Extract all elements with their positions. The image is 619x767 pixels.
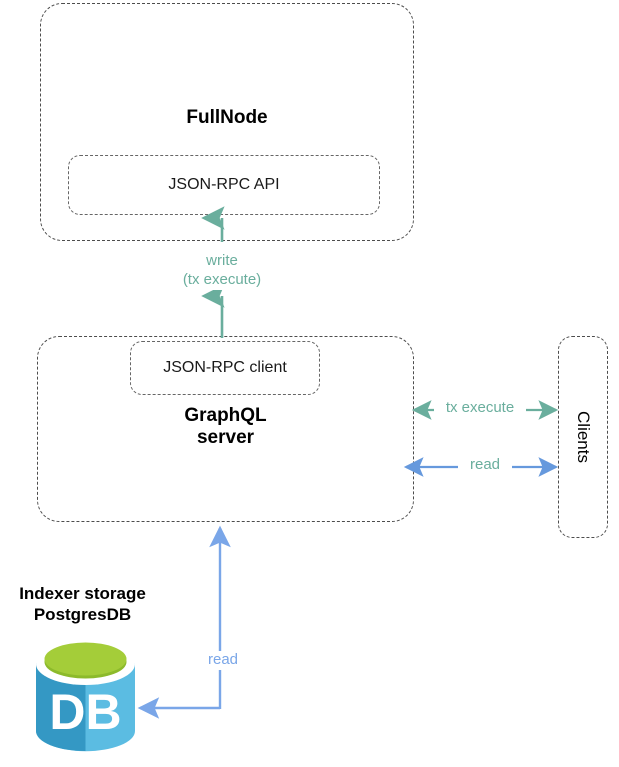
db-body-dark	[36, 663, 86, 752]
json-rpc-api-label: JSON-RPC API	[168, 176, 280, 193]
node-fullnode[interactable]: FullNode	[40, 3, 414, 241]
db-glyph-text: DB	[49, 684, 121, 740]
database-cylinder-svg: DB	[36, 642, 135, 752]
graphql-server-title: GraphQL server	[184, 405, 267, 449]
wire-label-write: write (tx execute)	[162, 252, 282, 290]
wire-label-read-clients: read	[458, 456, 512, 475]
fullnode-title: FullNode	[186, 107, 268, 128]
node-clients[interactable]: Clients	[558, 336, 608, 538]
node-json-rpc-client[interactable]: JSON-RPC client	[130, 341, 320, 395]
wire-label-tx-execute: tx execute	[434, 399, 526, 418]
json-rpc-client-label: JSON-RPC client	[163, 359, 287, 376]
node-graphql-server[interactable]: GraphQL server	[37, 336, 414, 522]
db-top-surface	[44, 642, 127, 676]
node-json-rpc-api[interactable]: JSON-RPC API	[68, 155, 380, 215]
indexer-storage-title: Indexer storage PostgresDB	[19, 584, 146, 624]
clients-label: Clients	[574, 411, 593, 463]
database-cylinder-icon: DB	[33, 641, 138, 753]
wire-label-read-db: read	[196, 651, 250, 670]
